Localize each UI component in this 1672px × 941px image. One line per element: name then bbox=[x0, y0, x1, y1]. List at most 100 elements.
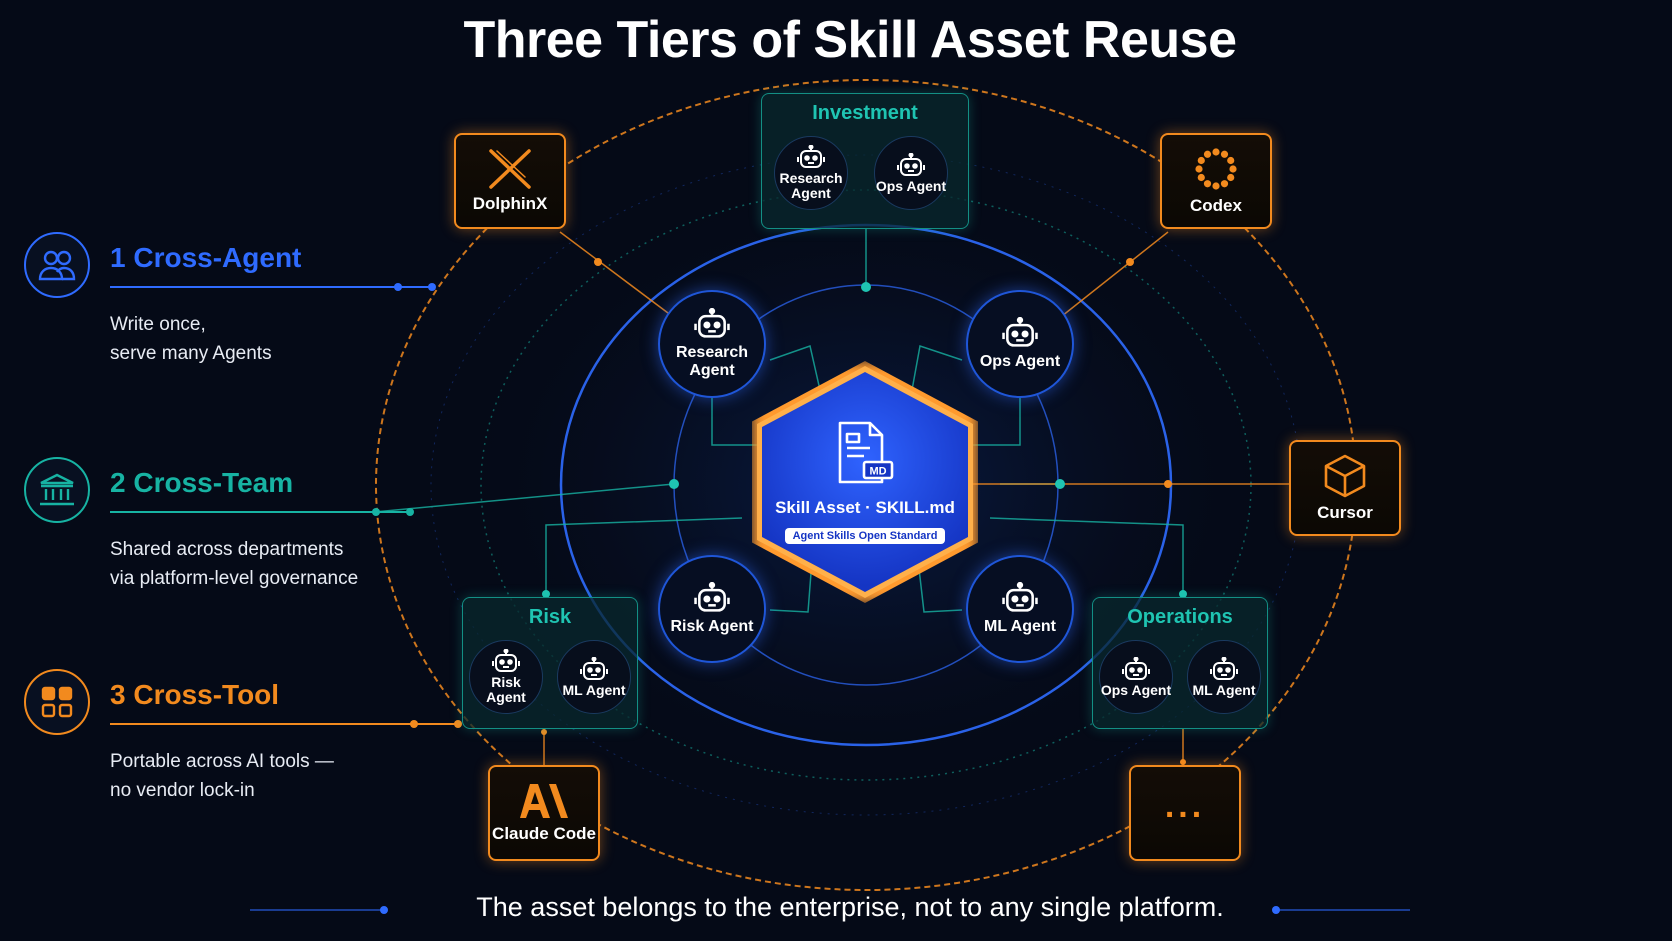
apps-grid-icon bbox=[41, 686, 73, 718]
operations-ops-agent[interactable]: Ops Agent bbox=[1099, 640, 1173, 714]
risk-team-ml-label: ML Agent bbox=[562, 681, 626, 698]
cube-icon bbox=[1324, 454, 1366, 498]
codex-logo-dot bbox=[1220, 150, 1229, 158]
tier3-icon-ring bbox=[24, 669, 90, 735]
footer-dot-right bbox=[1272, 906, 1280, 914]
tier1-icon-ring bbox=[24, 232, 90, 298]
operations-ml-label: ML Agent bbox=[1192, 681, 1256, 698]
codex-logo-icon bbox=[1195, 148, 1237, 190]
tier1-rule bbox=[110, 286, 390, 288]
tier2-description: Shared across departments via platform-l… bbox=[110, 535, 358, 593]
robot-icon bbox=[1002, 582, 1038, 612]
tier3-heading: 3 Cross-Tool bbox=[110, 679, 280, 710]
tier2-line-1: Shared across departments bbox=[110, 539, 344, 560]
dot-left bbox=[669, 479, 679, 489]
agent-ops[interactable]: Ops Agent bbox=[966, 290, 1074, 398]
link-dolphinx bbox=[559, 231, 673, 317]
team-operations-name: Operations bbox=[1127, 606, 1233, 628]
codex-logo-dot bbox=[1197, 173, 1205, 182]
team-risk-name: Risk bbox=[528, 606, 572, 628]
agent-risk[interactable]: Risk Agent bbox=[658, 555, 766, 663]
codex-logo-dot bbox=[1212, 148, 1220, 156]
tier2-rule bbox=[110, 511, 376, 513]
tier1-heading: 1 Cross-Agent bbox=[110, 242, 302, 273]
svg-text:MD: MD bbox=[869, 466, 886, 478]
codex-logo-dot bbox=[1220, 180, 1229, 188]
tool-more[interactable]: ... bbox=[1129, 765, 1241, 861]
investment-ops-label: Ops Agent bbox=[875, 177, 947, 194]
dot-more bbox=[1180, 759, 1186, 765]
agent-research[interactable]: Research Agent bbox=[658, 290, 766, 398]
link-research-core bbox=[769, 345, 821, 391]
link-risk-core bbox=[769, 559, 813, 613]
dot-tier2 bbox=[372, 508, 380, 516]
dot-right bbox=[1055, 479, 1065, 489]
investment-ops-agent[interactable]: Ops Agent bbox=[874, 136, 948, 210]
tool-cursor-label: Cursor bbox=[1317, 503, 1373, 522]
tool-dolphinx[interactable]: DolphinX bbox=[454, 133, 566, 229]
link-ops-down bbox=[972, 398, 1021, 446]
robot-icon bbox=[1210, 656, 1238, 680]
link-codex bbox=[1061, 231, 1169, 317]
dot-tier1 bbox=[394, 283, 402, 291]
anthropic-logo-icon bbox=[520, 784, 568, 818]
team-risk[interactable]: Risk Risk Agent ML Agent bbox=[462, 597, 638, 729]
codex-logo-dot bbox=[1197, 156, 1205, 165]
robot-icon bbox=[1122, 656, 1150, 680]
link-risk-team bbox=[545, 517, 743, 596]
dot-operations-team bbox=[1179, 590, 1187, 598]
robot-icon bbox=[492, 649, 520, 672]
dolphinx-logo-icon bbox=[489, 149, 531, 189]
link-research-down bbox=[711, 398, 760, 446]
risk-team-risk-agent[interactable]: Risk Agent bbox=[469, 640, 543, 714]
markdown-file-icon: MD bbox=[838, 421, 894, 484]
link-operations-team bbox=[989, 517, 1184, 596]
codex-logo-dot bbox=[1227, 173, 1235, 182]
agent-ml[interactable]: ML Agent bbox=[966, 555, 1074, 663]
codex-logo-dot bbox=[1203, 150, 1212, 158]
tool-codex[interactable]: Codex bbox=[1160, 133, 1272, 229]
dot-codex bbox=[1126, 258, 1134, 266]
agent-risk-label: Risk Agent bbox=[670, 618, 754, 635]
robot-icon bbox=[797, 145, 825, 168]
tool-claude-code[interactable]: Claude Code bbox=[488, 765, 600, 861]
team-investment-name: Investment bbox=[812, 102, 918, 124]
agent-research-label: Research Agent bbox=[675, 344, 749, 379]
core-label: Skill Asset · SKILL.md bbox=[775, 498, 955, 517]
tier3-description: Portable across AI tools — no vendor loc… bbox=[110, 747, 334, 805]
dot-dolphinx bbox=[594, 258, 602, 266]
investment-research-label: Research Agent bbox=[779, 170, 843, 201]
link-ml-core bbox=[917, 559, 963, 613]
risk-team-ml-agent[interactable]: ML Agent bbox=[557, 640, 631, 714]
agent-ml-label: ML Agent bbox=[984, 618, 1056, 635]
footer-statement: The asset belongs to the enterprise, not… bbox=[476, 892, 1224, 922]
tier2-icon-ring bbox=[24, 457, 90, 523]
dot-tier1-orbit bbox=[428, 283, 436, 291]
team-orbit bbox=[480, 189, 1252, 781]
robot-icon bbox=[580, 656, 608, 680]
core-standard-badge: Agent Skills Open Standard bbox=[784, 528, 946, 544]
users-icon bbox=[38, 250, 76, 281]
team-investment[interactable]: Investment Research Agent Ops Agent bbox=[761, 93, 969, 229]
codex-logo-dot bbox=[1227, 156, 1235, 165]
team-operations[interactable]: Operations Ops Agent ML Agent bbox=[1092, 597, 1268, 729]
tool-cursor[interactable]: Cursor bbox=[1289, 440, 1401, 536]
dot-tier2-end bbox=[406, 508, 414, 516]
codex-logo-dot bbox=[1212, 182, 1220, 190]
risk-team-risk-label: Risk Agent bbox=[486, 674, 526, 705]
tool-claude-label: Claude Code bbox=[492, 824, 596, 843]
dot-investment bbox=[861, 282, 871, 292]
operations-ml-agent[interactable]: ML Agent bbox=[1187, 640, 1261, 714]
tier3-rule bbox=[110, 723, 430, 725]
tool-dolphinx-label: DolphinX bbox=[472, 194, 548, 213]
tool-codex-label: Codex bbox=[1190, 196, 1242, 215]
tier1-line-2: serve many Agents bbox=[110, 343, 272, 364]
tier3-line-1: Portable across AI tools — bbox=[110, 751, 334, 772]
investment-research-agent[interactable]: Research Agent bbox=[774, 136, 848, 210]
codex-logo-dot bbox=[1229, 165, 1237, 173]
bank-icon bbox=[40, 473, 74, 506]
page-title: Three Tiers of Skill Asset Reuse bbox=[463, 11, 1238, 69]
codex-logo-dot bbox=[1195, 165, 1203, 173]
tier3-line-2: no vendor lock-in bbox=[110, 780, 255, 801]
